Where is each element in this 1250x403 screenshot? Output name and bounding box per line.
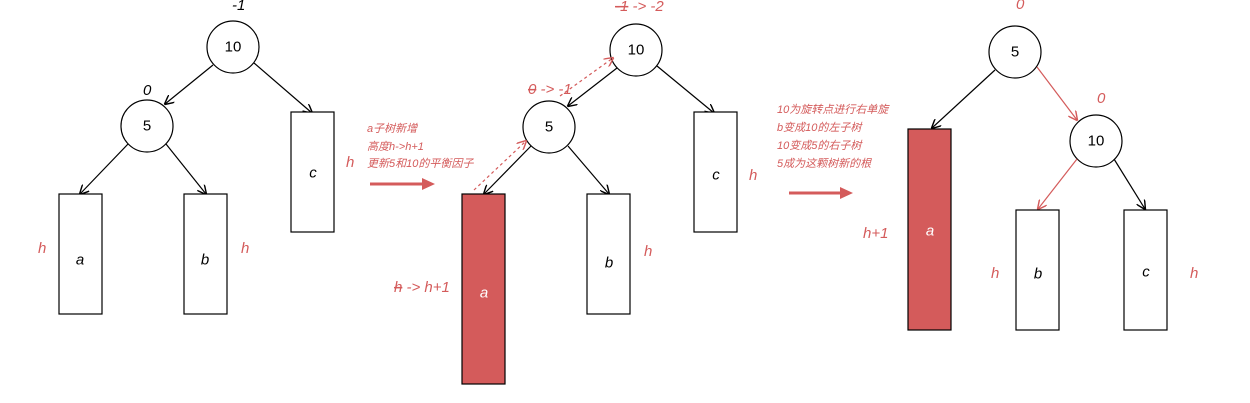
left-child-node-label: 5 [545, 119, 553, 136]
root-node [609, 23, 663, 77]
subtree-b [183, 193, 228, 315]
panel-after-rotation: 0 5 0 10 a b c h+1 h h [863, 0, 1198, 331]
left-child-node [522, 100, 576, 154]
height-a-new: -> h+1 [402, 279, 450, 296]
left-child-node [120, 99, 174, 153]
subtree-a [907, 128, 952, 331]
subtree-a-label: a [926, 223, 934, 240]
root-balance-factor: -1 [232, 0, 245, 14]
root-node [206, 20, 260, 74]
edge-left-to-b [165, 143, 206, 194]
child-bf-old: 0 [528, 81, 537, 98]
height-c: h [749, 167, 757, 184]
subtree-c-label: c [712, 167, 720, 184]
root-node-label: 10 [628, 42, 645, 59]
edge-root-to-c [253, 62, 312, 113]
note-line-2: b变成10的左子树 [777, 121, 863, 134]
root-balance-factor: 0 [1016, 0, 1025, 13]
subtree-c [693, 111, 738, 233]
subtree-b [1015, 209, 1060, 331]
right-child-node [1069, 114, 1123, 168]
root-node-label: 5 [1011, 44, 1019, 61]
subtree-b-label: b [1034, 266, 1042, 283]
height-c: h [346, 154, 354, 171]
edge-left-to-a [484, 145, 532, 194]
child-bf-new: -> -1 [536, 81, 571, 98]
subtree-c-label: c [1142, 264, 1150, 281]
height-b: h [644, 243, 652, 260]
root-node [988, 25, 1042, 79]
subtree-a [461, 193, 506, 385]
root-bf-new: -> -2 [628, 0, 664, 15]
update-path-a-to-5 [473, 141, 526, 191]
transition-rotation: 10为旋转点进行右单旋 b变成10的左子树 10变成5的右子树 5成为这颗树新的… [777, 103, 890, 199]
edge-left-to-a [80, 143, 129, 194]
edge-10-to-c [1113, 158, 1145, 209]
subtree-a-label: a [76, 252, 84, 269]
child-balance-factor: 0 [1097, 90, 1106, 107]
panel-after-insert: -1 -> -2 10 0 -> -1 5 a b c h -> h+1 h h [394, 0, 757, 385]
height-a: h+1 [863, 225, 888, 242]
subtree-b-label: b [605, 255, 613, 272]
note-line-1: 10为旋转点进行右单旋 [777, 103, 890, 116]
child-balance-factor: 0 [143, 82, 152, 99]
child-bf-change: 0 -> -1 [528, 81, 572, 98]
transition-arrow-2-head [840, 187, 853, 199]
height-b: h [241, 240, 249, 257]
edge-root-to-a [932, 69, 996, 128]
edge-root-to-c [656, 65, 714, 113]
height-a-old: h [394, 279, 402, 296]
subtree-c [1123, 209, 1168, 331]
panel-before-insert: -1 10 0 5 a b c h h h [38, 0, 354, 315]
transition-insert: a子树新增 高度h->h+1 更新5和10的平衡因子 [367, 122, 474, 190]
note-line-3: 更新5和10的平衡因子 [367, 157, 474, 170]
left-child-node-label: 5 [143, 118, 151, 135]
note-line-1: a子树新增 [367, 122, 418, 135]
subtree-b-label: b [201, 252, 209, 269]
transition-arrow-1-head [422, 178, 435, 190]
edge-10-to-b [1038, 158, 1078, 209]
subtree-c [290, 111, 335, 233]
edge-root-to-left [568, 67, 618, 106]
note-line-4: 5成为这颗树新的根 [777, 157, 872, 170]
note-line-3: 10变成5的右子树 [777, 139, 863, 152]
subtree-c-label: c [309, 165, 317, 182]
height-b: h [991, 265, 999, 282]
edge-left-to-b [567, 145, 609, 194]
update-path-5-to-10 [559, 58, 613, 97]
subtree-b [586, 193, 631, 315]
root-bf-change: -1 -> -2 [615, 0, 664, 15]
right-child-node-label: 10 [1088, 133, 1105, 150]
root-node-label: 10 [225, 39, 242, 56]
height-c: h [1190, 265, 1198, 282]
subtree-a [58, 193, 103, 315]
height-a-change: h -> h+1 [394, 279, 450, 296]
edge-root-to-10 [1036, 66, 1077, 120]
edge-root-to-left [165, 64, 214, 104]
subtree-a-label: a [480, 285, 488, 302]
height-a: h [38, 240, 46, 257]
note-line-2: 高度h->h+1 [367, 140, 424, 153]
root-bf-old: -1 [615, 0, 628, 15]
